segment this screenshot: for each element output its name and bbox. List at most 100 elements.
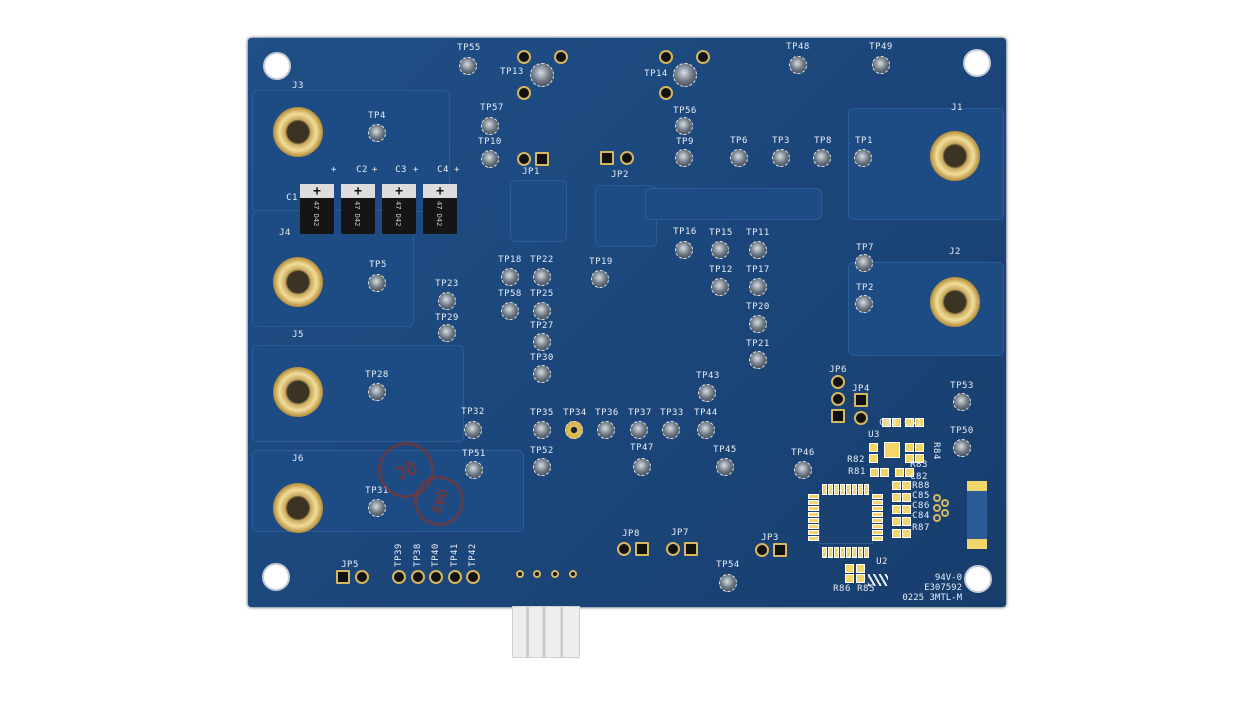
jumper-pin (535, 152, 549, 166)
ic-pin (872, 518, 883, 523)
test-point (953, 393, 971, 411)
smd-pad (905, 468, 914, 477)
test-point (813, 149, 831, 167)
test-point-label: TP20 (746, 302, 770, 312)
part-ref: C85 (912, 491, 930, 501)
test-point (675, 241, 693, 259)
test-point (533, 458, 551, 476)
test-point (533, 302, 551, 320)
smd-pad (902, 529, 911, 538)
jumper-pin (831, 392, 845, 406)
ul-file: E307592 (924, 583, 962, 593)
test-point-label: TP6 (730, 136, 748, 146)
capacitor-value: 47 D42 (312, 201, 320, 227)
test-point-label: TP55 (457, 43, 481, 53)
ic-pin (808, 494, 819, 499)
via-pad (696, 50, 710, 64)
smd-pad (905, 454, 914, 463)
smd-pad (902, 493, 911, 502)
test-point (854, 149, 872, 167)
ic-pin (864, 547, 869, 558)
test-point-label: TP8 (814, 136, 832, 146)
jumper-label: JP1 (522, 167, 540, 177)
jumper-pin (600, 151, 614, 165)
ic-pin (834, 484, 839, 495)
jumper-pin (635, 542, 649, 556)
test-point-label: TP56 (673, 106, 697, 116)
part-ref: R83 (910, 460, 928, 470)
test-point (530, 63, 554, 87)
polarity-plus: + (395, 183, 403, 199)
via-pad (554, 50, 568, 64)
test-point (591, 270, 609, 288)
test-point-label: TP5 (369, 260, 387, 270)
test-point-label: TP4 (368, 111, 386, 121)
manufacturer-logo (868, 574, 888, 586)
test-point-label: TP34 (563, 408, 587, 418)
part-ref: C84 (912, 511, 930, 521)
test-point-label: TP12 (709, 265, 733, 275)
ic-pin (808, 512, 819, 517)
part-ref: R86 (833, 584, 851, 594)
test-point-label: TP19 (589, 257, 613, 267)
test-point-label: TP31 (365, 486, 389, 496)
via-pad (933, 504, 941, 512)
connector-label: J6 (292, 454, 304, 464)
via-pad (941, 509, 949, 517)
via-pad (659, 50, 673, 64)
mounting-hole (964, 565, 992, 593)
test-point-label: TP53 (950, 381, 974, 391)
part-ref: C86 (912, 501, 930, 511)
smd-pad (892, 517, 901, 526)
test-point-label: TP28 (365, 370, 389, 380)
ic-pin (822, 547, 827, 558)
test-point-label: TP10 (478, 137, 502, 147)
test-point (368, 274, 386, 292)
jumper-pin (773, 543, 787, 557)
date-code: 0225 3MTL-M (902, 593, 962, 603)
ic-pin (872, 494, 883, 499)
test-point-label: TP51 (462, 449, 486, 459)
test-point (749, 241, 767, 259)
smd-pad (892, 505, 901, 514)
test-point-label: TP52 (530, 446, 554, 456)
test-point-label: TP32 (461, 407, 485, 417)
part-ref: U3 (868, 430, 880, 440)
test-point (953, 439, 971, 457)
jumper-label: JP2 (611, 170, 629, 180)
test-point (368, 499, 386, 517)
test-point (501, 268, 519, 286)
sma-connector (273, 107, 323, 157)
test-point-label: TP27 (530, 321, 554, 331)
test-point (368, 124, 386, 142)
smd-pad (892, 481, 901, 490)
header-pin (533, 570, 541, 578)
smd-pad (880, 468, 889, 477)
smd-pad (845, 564, 854, 573)
ic-pin (828, 547, 833, 558)
jumper-label: JP4 (852, 384, 870, 394)
test-point-label: TP35 (530, 408, 554, 418)
ic-pin (822, 484, 827, 495)
ic-pin (840, 484, 845, 495)
part-ref: U2 (876, 557, 888, 567)
smd-pad (895, 468, 904, 477)
wire-connector (512, 606, 580, 658)
test-point-label: TP43 (696, 371, 720, 381)
test-point (719, 574, 737, 592)
ul-rating: 94V-0 (934, 573, 962, 583)
test-point (459, 57, 477, 75)
jumper-label: JP5 (341, 560, 359, 570)
test-point-label: TP40 (431, 543, 441, 567)
ic-pin (808, 530, 819, 535)
smd-pad (915, 454, 924, 463)
via-pad (941, 499, 949, 507)
part-ref: C83 (879, 418, 897, 428)
part-ref: R82 (847, 455, 865, 465)
test-point-label: TP18 (498, 255, 522, 265)
test-point (711, 278, 729, 296)
test-point-label: TP45 (713, 445, 737, 455)
test-point-label: TP57 (480, 103, 504, 113)
test-point (481, 150, 499, 168)
header-pin (551, 570, 559, 578)
